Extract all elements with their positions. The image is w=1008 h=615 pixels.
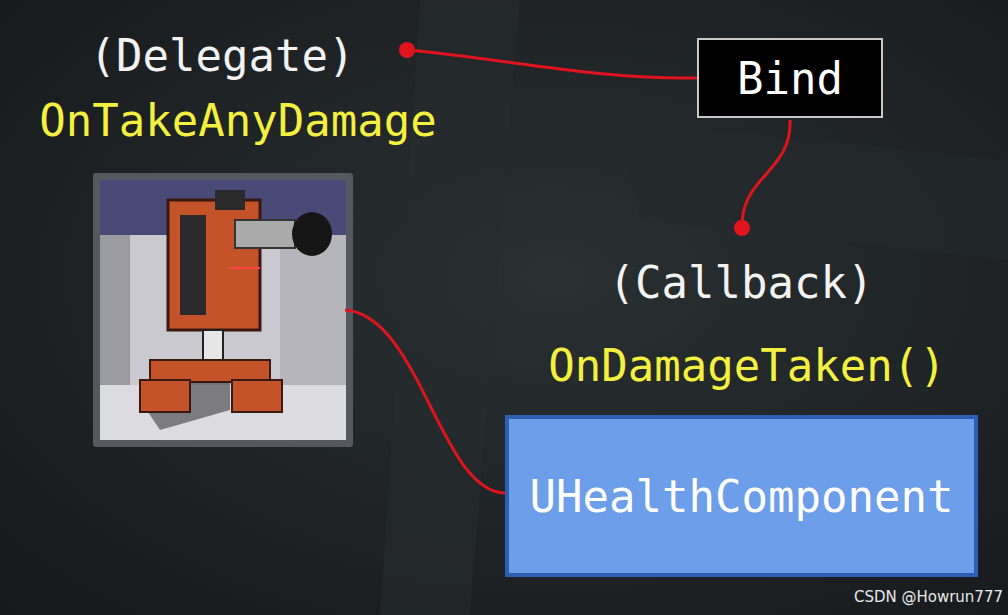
turret-barrel — [235, 220, 295, 248]
laser — [230, 267, 260, 269]
turret-panel — [180, 215, 206, 315]
turret-foot — [232, 380, 282, 412]
bind-box: Bind — [697, 38, 883, 118]
delegate-name: OnTakeAnyDamage — [39, 95, 436, 146]
watermark: CSDN @Howrun777 — [854, 588, 1003, 606]
component-box: UHealthComponent — [505, 415, 978, 577]
picture-ground — [100, 180, 346, 440]
turret-neck — [203, 330, 223, 360]
wire — [407, 50, 697, 78]
picture-wall — [280, 235, 346, 385]
backdrop-shape — [620, 120, 1008, 260]
node-text: UHealthComponent — [530, 471, 954, 522]
wire — [345, 310, 505, 493]
turret-base — [150, 360, 270, 382]
picture-frame — [93, 173, 353, 447]
role-label: (Callback) — [609, 257, 874, 308]
wire — [742, 120, 790, 222]
turret-top — [215, 190, 245, 210]
wire-dot — [399, 42, 415, 58]
turret-muzzle — [292, 212, 332, 256]
picture-wall — [100, 235, 130, 385]
node-text: Bind — [737, 53, 843, 104]
role-label: (Delegate) — [90, 30, 355, 81]
backdrop-shape — [380, 0, 520, 615]
callback-name: OnDamageTaken() — [548, 340, 945, 391]
turret-picture — [93, 173, 353, 447]
wire-dot — [734, 220, 750, 236]
turret-foot — [140, 380, 190, 412]
